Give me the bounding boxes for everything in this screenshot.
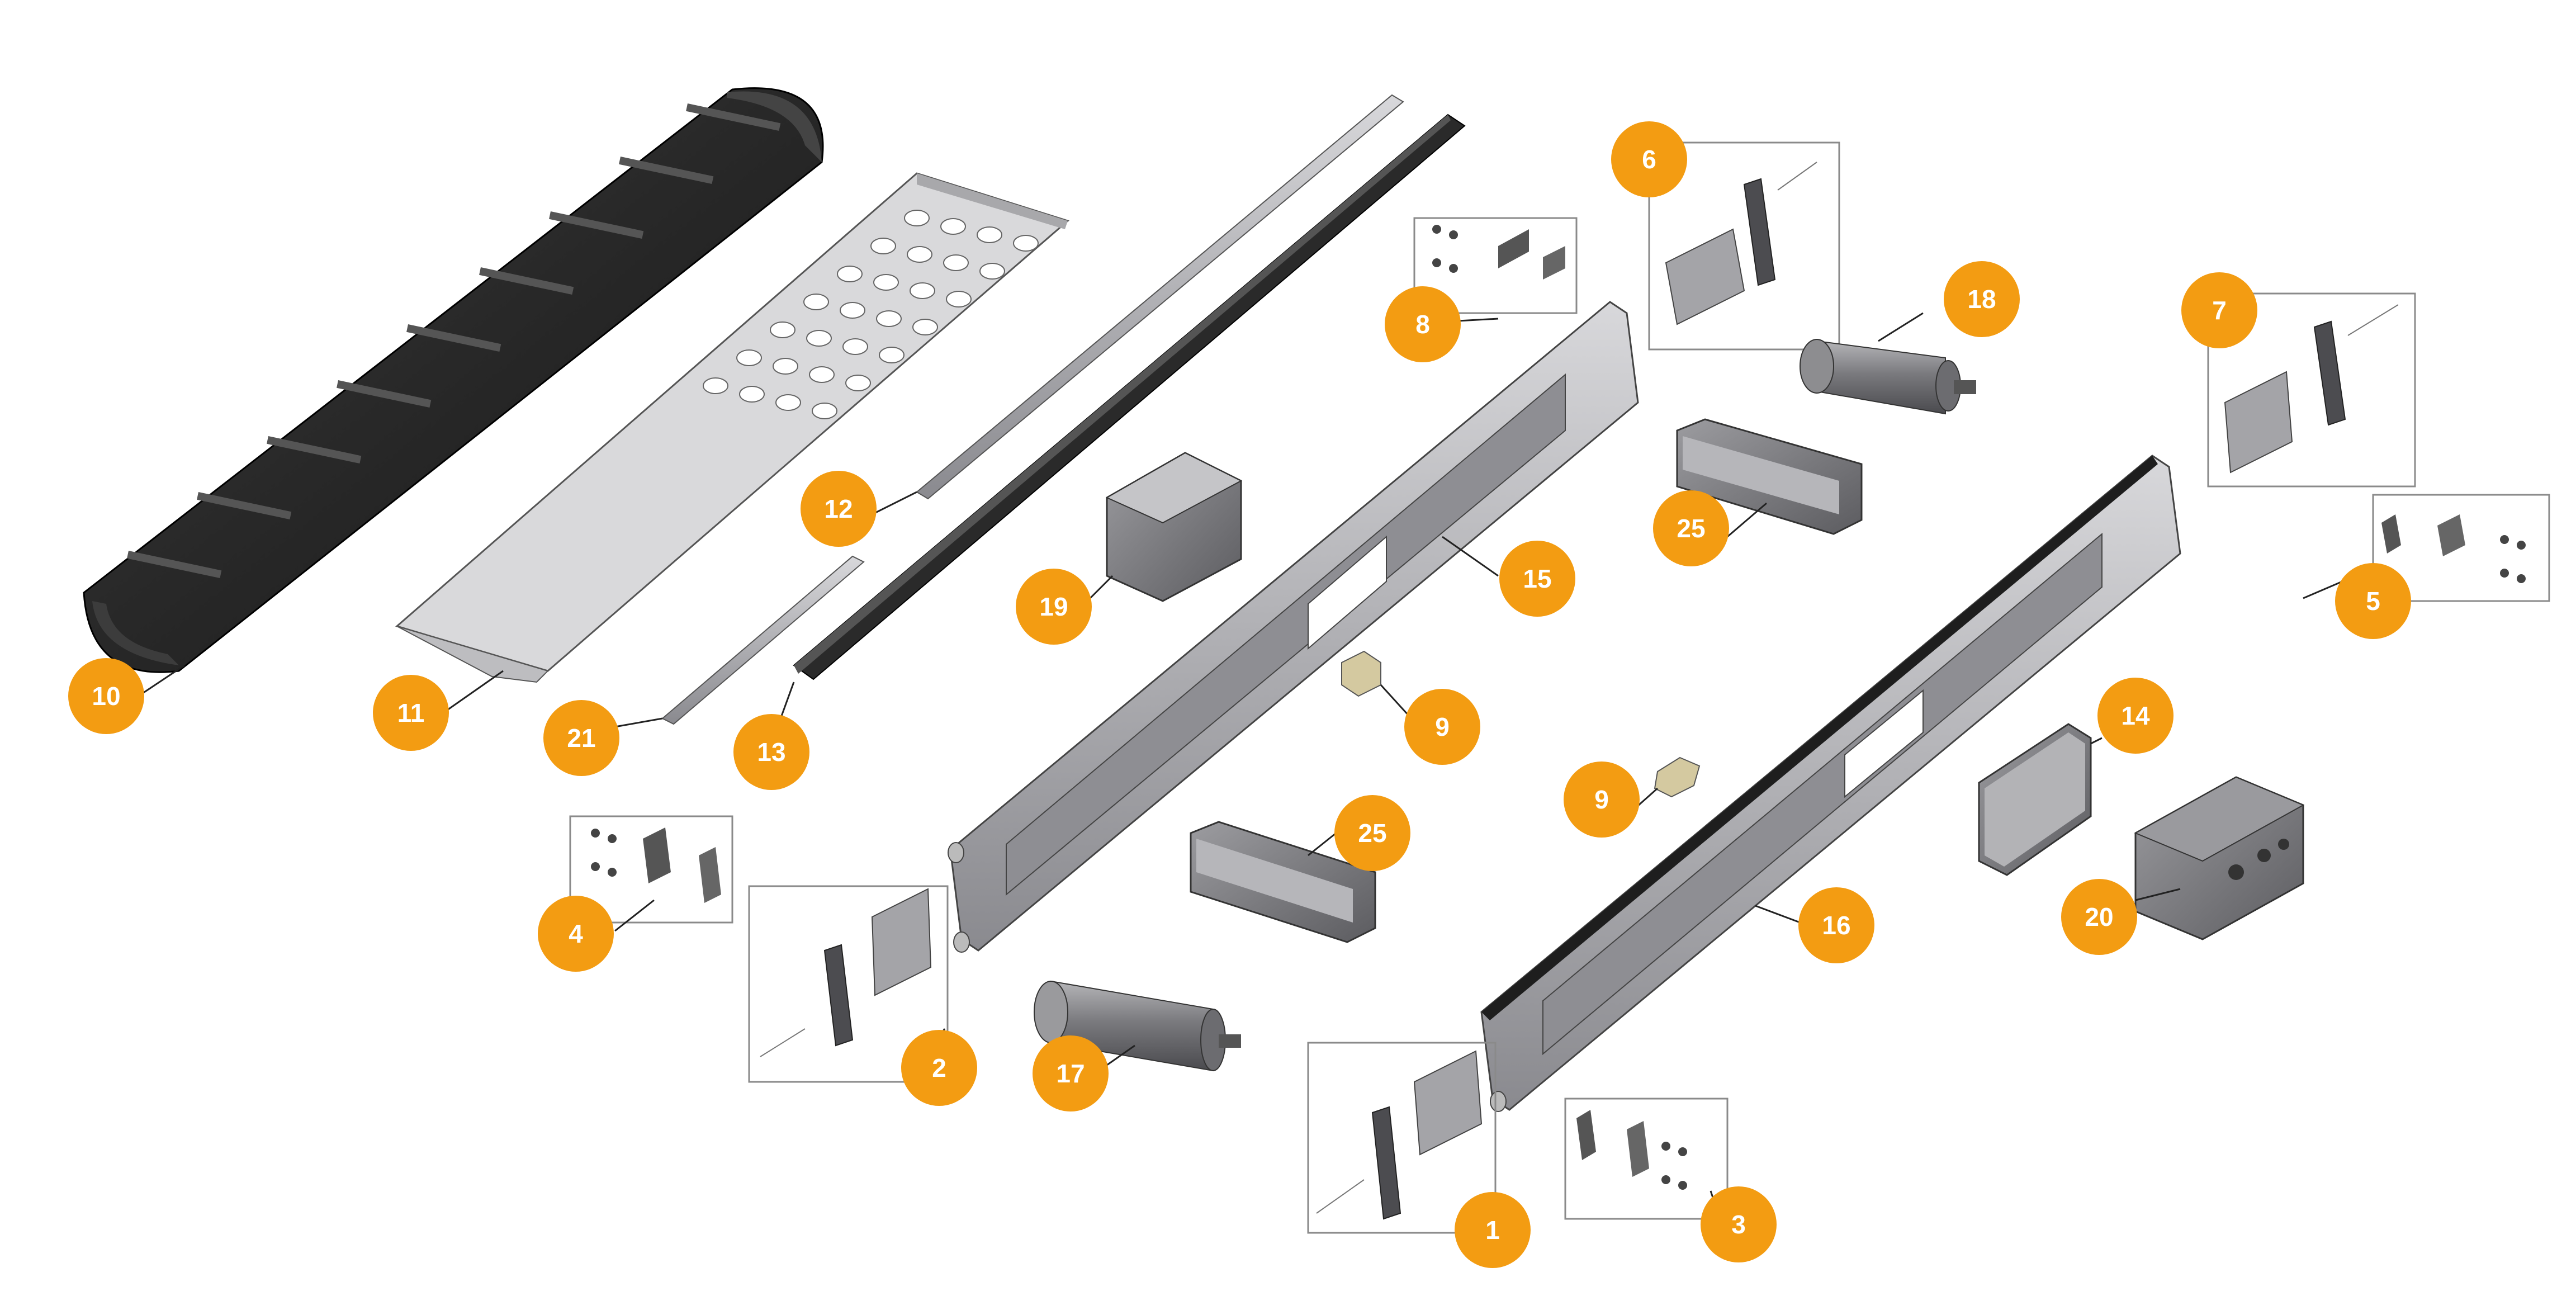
slider-bed-plate <box>395 172 1070 683</box>
end-cover-box <box>1978 723 2092 876</box>
callout-label: 4 <box>569 919 583 948</box>
callout-label: 25 <box>1677 514 1705 543</box>
cross-member-channel-b <box>1190 821 1376 943</box>
callout-11: 11 <box>373 675 449 751</box>
callout-label: 9 <box>1435 712 1450 741</box>
callout-15: 15 <box>1499 541 1575 617</box>
callout-4: 4 <box>538 896 614 972</box>
bearing-assembly-group-8 <box>1413 217 1578 314</box>
callout-10: 10 <box>68 658 144 734</box>
take-up-plate-group-6 <box>1648 141 1840 351</box>
callout-label: 7 <box>2212 296 2227 325</box>
callout-label: 18 <box>1967 285 1996 314</box>
bearing-assembly-group-3 <box>1564 1098 1729 1220</box>
drive-cover-box <box>1105 452 1243 602</box>
side-frame-rail-right <box>1480 455 2181 1112</box>
callout-label: 8 <box>1415 310 1430 339</box>
callout-label: 17 <box>1056 1059 1085 1088</box>
mounting-bracket-a <box>1341 650 1381 697</box>
bearing-assembly-group-5 <box>2372 494 2550 602</box>
callout-label: 15 <box>1523 564 1551 593</box>
take-up-plate-group-1 <box>1307 1042 1497 1234</box>
callout-label: 9 <box>1594 785 1609 814</box>
callout-label: 13 <box>757 737 785 767</box>
conveyor-belt <box>83 87 824 673</box>
control-box <box>2134 776 2305 940</box>
callout-label: 21 <box>567 723 595 753</box>
side-guard-rubber <box>793 113 1466 680</box>
callout-label: 6 <box>1642 145 1656 174</box>
callout-label: 3 <box>1731 1210 1746 1239</box>
side-frame-rail-left <box>948 301 1639 953</box>
callout-label: 20 <box>2085 902 2113 931</box>
callout-13: 13 <box>733 714 809 790</box>
callout-label: 11 <box>397 698 425 727</box>
callout-2: 2 <box>901 1030 977 1106</box>
callout-9-b: 9 <box>1564 761 1640 838</box>
callout-9-a: 9 <box>1404 689 1480 765</box>
callout-12: 12 <box>801 471 877 547</box>
take-up-plate-group-7 <box>2207 292 2416 488</box>
callout-17: 17 <box>1033 1035 1109 1111</box>
callout-16: 16 <box>1798 887 1874 963</box>
callout-25-a: 25 <box>1653 490 1729 566</box>
callout-label: 5 <box>2366 586 2380 616</box>
callout-25-b: 25 <box>1334 795 1410 871</box>
take-up-plate-group-2 <box>748 885 949 1083</box>
callout-label: 12 <box>824 494 853 523</box>
callout-label: 16 <box>1822 911 1850 940</box>
callout-21: 21 <box>543 700 619 776</box>
cross-member-channel-a <box>1676 418 1863 535</box>
guide-strip-lower <box>661 555 865 725</box>
callout-7: 7 <box>2181 272 2257 348</box>
callout-19: 19 <box>1016 569 1092 645</box>
drive-roller-right <box>1800 339 1976 415</box>
callout-5: 5 <box>2335 563 2411 639</box>
callout-6: 6 <box>1611 121 1687 197</box>
callout-14: 14 <box>2097 678 2174 754</box>
callout-20: 20 <box>2061 879 2137 955</box>
callout-label: 1 <box>1485 1215 1500 1245</box>
callout-8: 8 <box>1385 286 1461 362</box>
callout-label: 10 <box>92 682 120 711</box>
callout-1: 1 <box>1455 1192 1531 1268</box>
callout-label: 25 <box>1358 819 1386 848</box>
callout-18: 18 <box>1944 261 2020 337</box>
callout-label: 14 <box>2121 701 2150 730</box>
callout-3: 3 <box>1701 1186 1777 1262</box>
bearing-assembly-group-4 <box>569 815 733 924</box>
callout-label: 19 <box>1039 592 1068 621</box>
guide-strip-upper <box>916 94 1404 500</box>
mounting-bracket-b <box>1654 756 1701 798</box>
callout-label: 2 <box>932 1053 946 1082</box>
